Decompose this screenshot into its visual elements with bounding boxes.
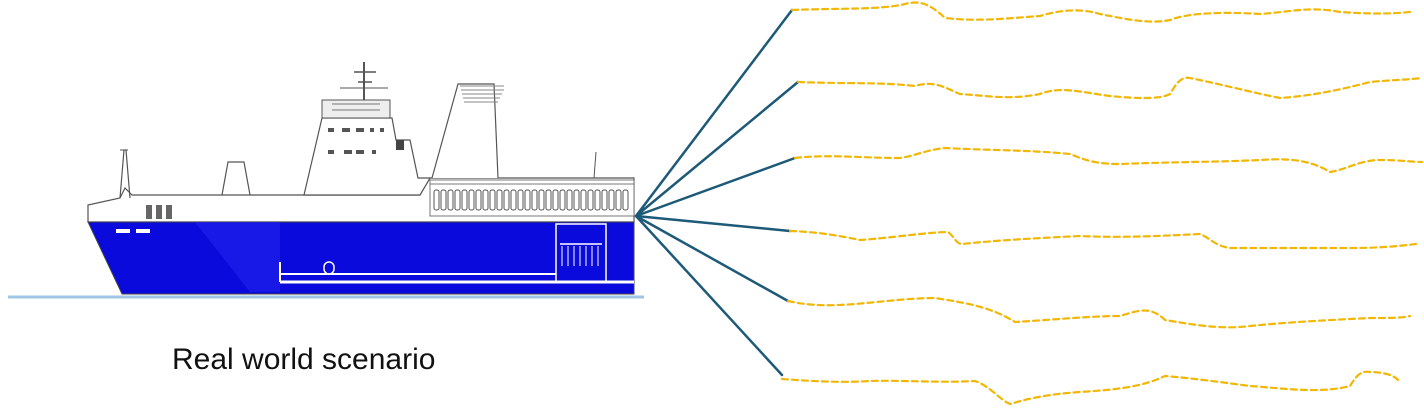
trajectory-3	[793, 146, 1424, 174]
caption-real-world-scenario: Real world scenario	[172, 343, 436, 376]
branch-line-2	[634, 80, 800, 218]
branch-line-4	[634, 214, 792, 233]
branch-line-6	[634, 214, 784, 377]
stern-door	[555, 223, 607, 283]
trajectory-4	[788, 229, 1418, 250]
trajectories	[780, 1, 1424, 406]
trajectory-2	[796, 76, 1424, 100]
trajectory-6	[780, 370, 1400, 406]
hull-shade	[195, 222, 280, 292]
branch-lines	[634, 8, 800, 377]
trajectory-5	[786, 296, 1412, 329]
ship-icon	[8, 62, 644, 299]
ship-superstructure	[303, 117, 432, 196]
trajectory-1	[790, 1, 1412, 23]
ship-funnel	[431, 83, 499, 179]
branch-line-5	[634, 214, 790, 303]
branch-line-3	[634, 156, 797, 218]
branch-line-1	[634, 8, 794, 218]
